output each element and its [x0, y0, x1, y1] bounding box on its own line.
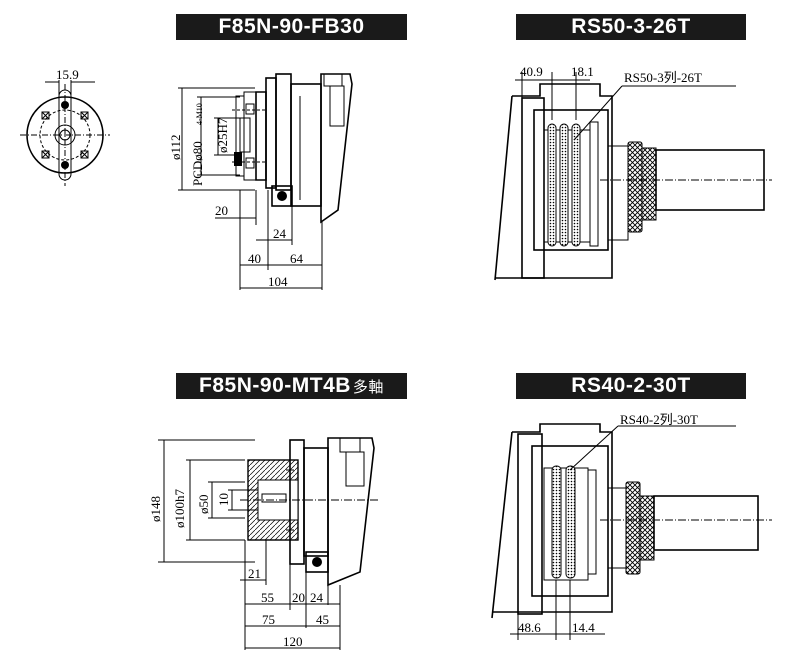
dim-pcd80: PCDø80	[190, 141, 205, 186]
dim-18-1: 18.1	[571, 64, 594, 79]
flange-front-view: 15.9	[20, 67, 110, 186]
dim-64: 64	[290, 251, 304, 266]
rs40-view: RS40-2列-30T 48.6 14.4	[491, 412, 772, 640]
rs40-label: RS40-2列-30T	[620, 412, 698, 427]
dim-15-9: 15.9	[56, 67, 79, 82]
dim-pcd-sub: 4-M10	[195, 103, 204, 125]
title-rs40: RS40-2-30T	[516, 373, 746, 399]
dim-75: 75	[262, 612, 275, 627]
dim-48-6: 48.6	[518, 620, 541, 635]
rs50-view: 40.9 18.1 RS50-3列-26T	[494, 64, 772, 281]
dim-d112: ø112	[168, 134, 183, 160]
dim-104: 104	[268, 274, 288, 289]
dim-d25h7: ø25H7	[215, 117, 230, 153]
fb30-side-view: ø112 PCDø80 4-M10 ø25H7 20 24 4	[168, 73, 353, 290]
rs50-label: RS50-3列-26T	[624, 70, 702, 85]
dim-d148: ø148	[148, 496, 163, 522]
dim-24b: 24	[310, 590, 324, 605]
dim-20b: 20	[292, 590, 305, 605]
dim-24: 24	[273, 226, 287, 241]
dim-40: 40	[248, 251, 261, 266]
title-mt4b-text: F85N-90-MT4B	[199, 374, 351, 397]
dim-45: 45	[316, 612, 329, 627]
dim-40-9: 40.9	[520, 64, 543, 79]
dim-d10: 10	[216, 493, 231, 506]
dim-d100h7: ø100h7	[172, 489, 187, 529]
dim-21: 21	[248, 566, 261, 581]
title-mt4b-suffix: 多軸	[352, 378, 384, 396]
dim-20: 20	[215, 203, 228, 218]
dim-55: 55	[261, 590, 274, 605]
dim-120: 120	[283, 634, 303, 649]
title-rs50: RS50-3-26T	[516, 14, 746, 40]
dim-14-4: 14.4	[572, 620, 595, 635]
dim-d50: ø50	[196, 495, 211, 515]
mt4b-side-view: ø148 ø100h7 ø50 10 21 55 20 24 75 45 120	[148, 437, 380, 650]
title-fb30: F85N-90-FB30	[176, 14, 407, 40]
